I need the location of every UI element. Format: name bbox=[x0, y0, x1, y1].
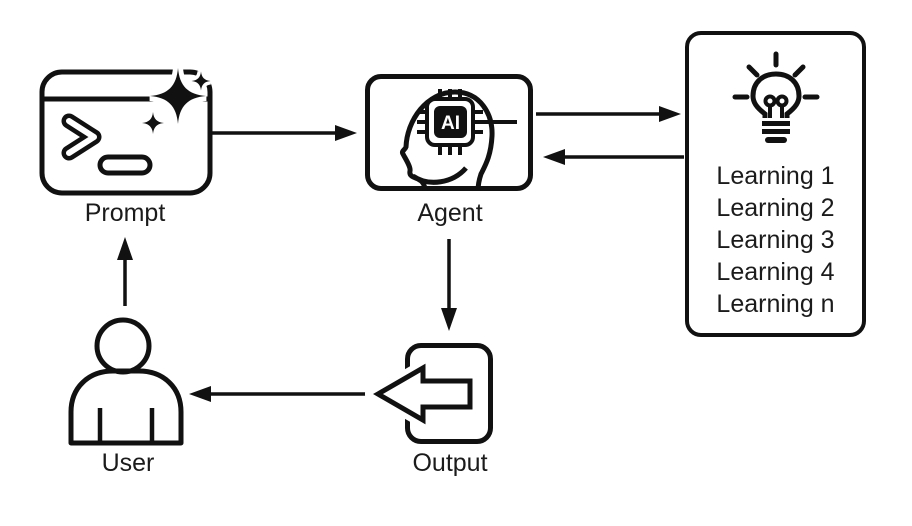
output-label: Output bbox=[412, 449, 488, 477]
ai-chip-label: AI bbox=[441, 113, 460, 134]
arrow-prompt-to-agent bbox=[209, 125, 357, 141]
export-left-arrow-icon bbox=[365, 354, 478, 434]
arrow-agent-to-output bbox=[441, 239, 457, 331]
learning-item: Learning 4 bbox=[716, 258, 835, 286]
head-ai-chip-icon: AI bbox=[399, 89, 517, 191]
learning-item: Learning 3 bbox=[716, 226, 835, 254]
filament bbox=[763, 94, 789, 118]
arrow-agent-to-learnings bbox=[536, 106, 681, 122]
learnings-box bbox=[685, 31, 866, 337]
lightbulb-icon bbox=[732, 51, 820, 143]
learning-item: Learning 2 bbox=[716, 194, 835, 222]
learning-item: Learning 1 bbox=[716, 162, 835, 190]
bulb-base bbox=[762, 121, 790, 143]
learnings-list: Learning 1 Learning 2 Learning 3 Learnin… bbox=[689, 160, 862, 320]
sparkle-icon bbox=[141, 67, 212, 135]
prompt-label: Prompt bbox=[84, 199, 166, 227]
person-icon bbox=[68, 317, 184, 446]
arrow-learnings-to-agent bbox=[543, 149, 684, 165]
terminal-sparkle-icon bbox=[39, 67, 213, 196]
agent-label: Agent bbox=[417, 199, 483, 227]
arrow-user-to-prompt bbox=[117, 237, 133, 306]
user-label: User bbox=[101, 449, 155, 477]
learning-item: Learning n bbox=[716, 290, 835, 318]
arrow-output-to-user bbox=[189, 386, 379, 402]
